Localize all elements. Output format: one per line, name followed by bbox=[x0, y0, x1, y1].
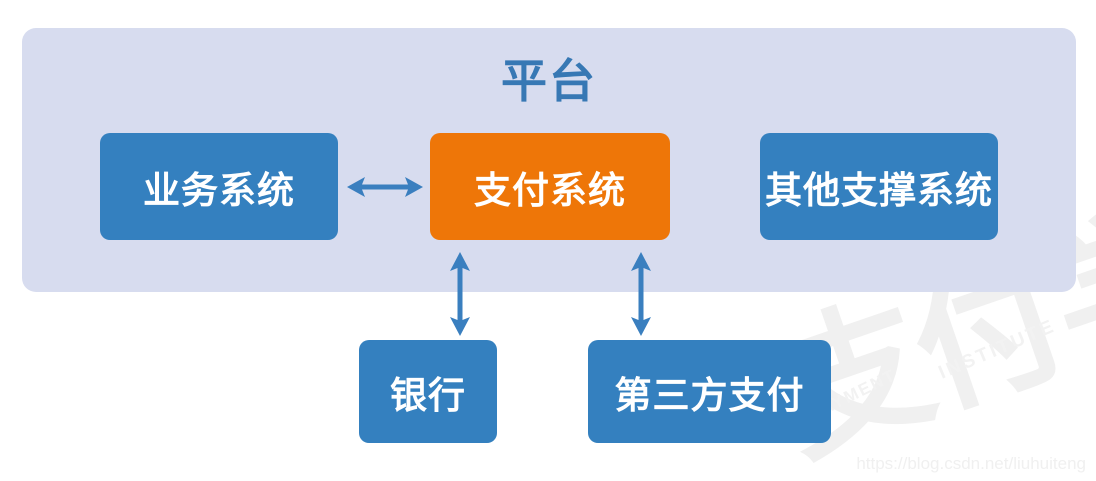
node-bank-label: 银行 bbox=[390, 374, 466, 416]
node-payment-system[interactable]: 支付系统 bbox=[430, 133, 670, 240]
arrow-payment-to-third-party-icon bbox=[631, 252, 651, 336]
node-third-party-payment[interactable]: 第三方支付 bbox=[588, 340, 831, 443]
platform-title: 平台 bbox=[501, 55, 597, 107]
node-third-party-payment-label: 第三方支付 bbox=[614, 374, 805, 416]
node-other-support-system-label: 其他支撑系统 bbox=[765, 169, 993, 211]
watermark-brand-en-right: INSTITUTE bbox=[935, 315, 1059, 384]
node-bank[interactable]: 银行 bbox=[359, 340, 497, 443]
node-business-system-label: 业务系统 bbox=[143, 169, 295, 211]
arrow-payment-to-bank-icon bbox=[450, 252, 470, 336]
node-other-support-system[interactable]: 其他支撑系统 bbox=[760, 133, 998, 240]
node-business-system[interactable]: 业务系统 bbox=[100, 133, 338, 240]
arrow-business-to-payment-icon bbox=[347, 177, 423, 197]
node-payment-system-label: 支付系统 bbox=[474, 169, 626, 211]
watermark-url: https://blog.csdn.net/liuhuiteng bbox=[856, 454, 1086, 473]
